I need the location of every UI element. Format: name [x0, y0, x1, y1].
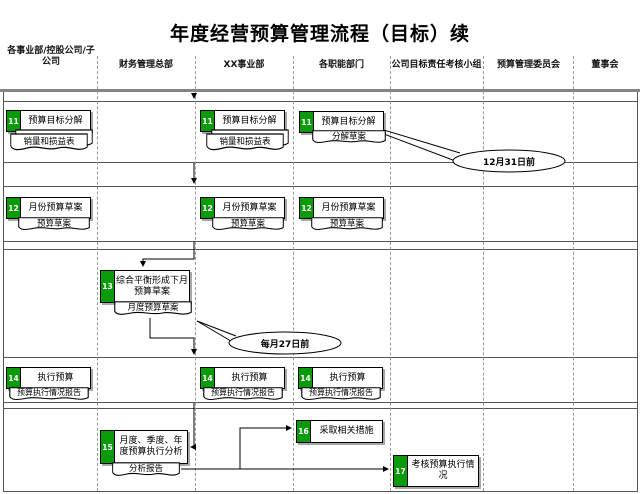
process-box-17-assessment: 17 考核预算执行情况 [393, 455, 479, 487]
lane-divider [573, 56, 574, 491]
step-number-badge: 13 [101, 271, 115, 302]
process-label: 考核预算执行情况 [411, 460, 475, 481]
document-label: 预算执行情况报告 [211, 388, 275, 398]
band-border [3, 241, 637, 242]
band-border [3, 357, 637, 358]
step-number-badge: 12 [300, 198, 314, 218]
document-label: 预算草案 [36, 218, 71, 229]
band-border [3, 408, 637, 409]
process-label: 执行预算 [37, 372, 74, 383]
process-label: 预算目标分解 [222, 115, 277, 126]
lane-header-target-team: 公司目标责任考核小组 [391, 60, 482, 70]
band-border [3, 162, 637, 163]
document-analysis-report: 分析报告 [112, 462, 180, 478]
band-border [3, 402, 637, 403]
process-label: 月份预算草案 [222, 202, 277, 213]
page-title: 年度经营预算管理流程（目标）续 [169, 23, 470, 45]
step-number-badge: 12 [201, 198, 215, 218]
lane-header-xx-division: XX事业部 [223, 60, 265, 70]
step-number-badge: 14 [7, 368, 21, 388]
document-monthly-budget-draft: 月度预算草案 [114, 301, 192, 317]
document-budget-draft: 预算草案 [212, 217, 284, 232]
document-label: 月度预算草案 [127, 303, 179, 314]
process-box-11-xx-division: 11 预算目标分解 [200, 110, 285, 132]
document-execution-report: 预算执行情况报告 [203, 387, 283, 402]
process-box-14-xx-division: 14 执行预算 [200, 367, 285, 389]
document-budget-draft: 预算草案 [18, 217, 90, 232]
process-label: 月份预算草案 [28, 202, 83, 213]
process-box-13-balance: 13 综合平衡形成下月预算草案 [100, 270, 190, 303]
lane-divider [390, 56, 391, 491]
lane-divider [483, 56, 484, 491]
lane-header-budget-committee: 预算管理委员会 [496, 60, 560, 70]
process-box-16-measures: 16 采取相关措施 [296, 420, 383, 443]
document-budget-draft: 预算草案 [311, 217, 383, 232]
step-number-badge: 17 [394, 456, 408, 486]
step-number-badge: 11 [201, 111, 215, 131]
document-execution-report: 预算执行情况报告 [9, 387, 89, 402]
document-label: 预算执行情况报告 [17, 388, 81, 398]
process-label: 预算目标分解 [28, 115, 83, 126]
lane-divider [195, 56, 196, 491]
lane-divider [97, 56, 98, 491]
step-number-badge: 14 [299, 368, 313, 388]
document-label: 预算草案 [329, 218, 364, 229]
process-label: 月份预算草案 [321, 202, 376, 213]
process-label: 执行预算 [329, 372, 366, 383]
step-number-badge: 14 [201, 368, 215, 388]
step-number-badge: 12 [7, 198, 21, 218]
diagram-outer-border [3, 92, 638, 492]
step-number-badge: 11 [300, 112, 314, 132]
process-label: 综合平衡形成下月预算草案 [116, 275, 189, 297]
lane-header-board: 董事会 [591, 60, 619, 70]
process-label: 采取相关措施 [319, 426, 374, 437]
band-border [3, 186, 637, 187]
process-label: 执行预算 [231, 372, 268, 383]
document-decomposition-draft: 分解草案 [312, 130, 386, 145]
document-label: 销量和损益表 [219, 136, 271, 147]
document-label: 销量和损益表 [23, 136, 75, 147]
deadline-label-dec31: 12月31日前 [482, 158, 536, 168]
document-sales-pnl: 销量和损益表 [206, 129, 289, 153]
step-number-badge: 15 [101, 431, 115, 463]
step-number-badge: 16 [297, 421, 311, 442]
document-label: 预算执行情况报告 [309, 388, 373, 398]
process-box-14-divisions: 14 执行预算 [6, 367, 91, 389]
document-label: 预算草案 [230, 218, 265, 229]
document-label: 分析报告 [128, 464, 163, 475]
header-rule [0, 89, 640, 92]
process-box-12-departments: 12 月份预算草案 [299, 197, 384, 219]
process-label: 月度、季度、年度预算执行分析 [119, 436, 183, 457]
process-box-15-analysis: 15 月度、季度、年度预算执行分析 [100, 430, 188, 464]
process-box-12-xx-division: 12 月份预算草案 [200, 197, 285, 219]
lane-header-departments: 各职能部门 [318, 60, 364, 70]
step-number-badge: 11 [7, 111, 21, 131]
process-label: 预算目标分解 [321, 116, 376, 127]
band-border [3, 249, 637, 250]
lane-header-divisions: 各事业部/控股公司/子公司 [7, 46, 95, 67]
band-border [3, 101, 637, 102]
deadline-label-27th: 每月27日前 [260, 340, 310, 350]
lane-header-finance-hq: 财务管理总部 [118, 60, 173, 70]
process-box-14-departments: 14 执行预算 [298, 367, 383, 389]
process-box-12-divisions: 12 月份预算草案 [6, 197, 91, 219]
lane-divider [293, 56, 294, 491]
document-execution-report: 预算执行情况报告 [301, 387, 381, 402]
document-sales-pnl: 销量和损益表 [10, 129, 93, 153]
document-label: 分解草案 [331, 131, 366, 142]
